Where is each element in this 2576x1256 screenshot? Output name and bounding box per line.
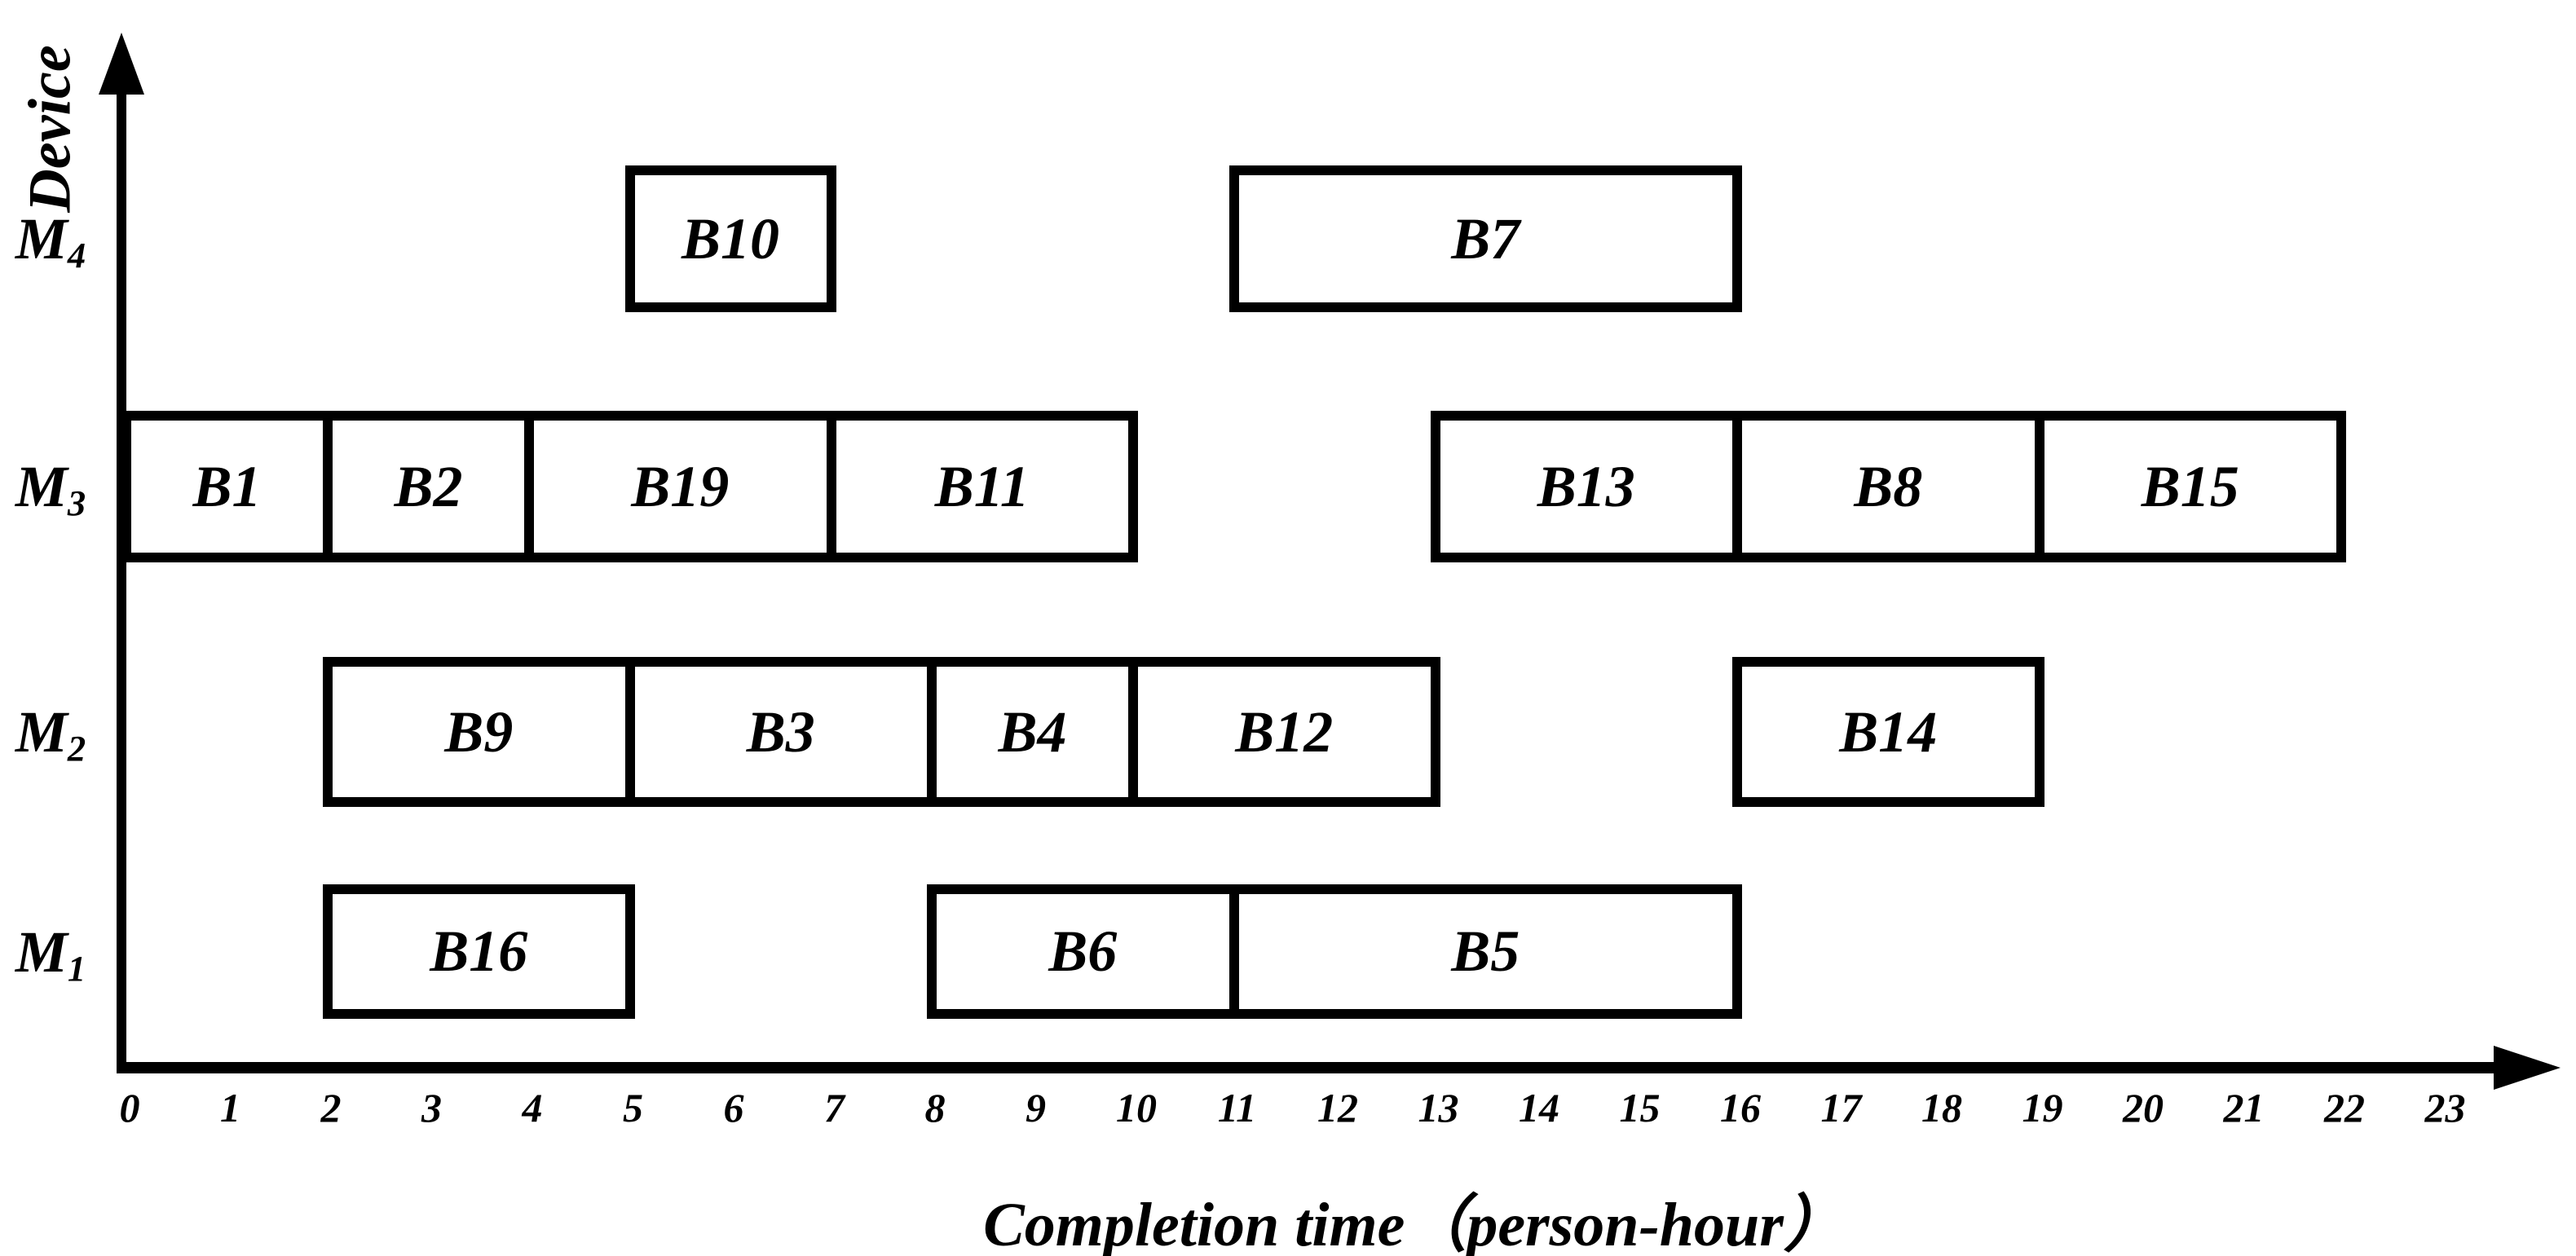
gantt-bar-b5: B5 [1228, 884, 1742, 1019]
x-tick-label-10: 10 [1116, 1085, 1157, 1130]
device-label-subscript: 1 [67, 947, 86, 989]
device-label-subscript: 2 [67, 728, 86, 769]
y-axis-title: Device [16, 45, 84, 213]
x-tick-label-0: 0 [119, 1085, 140, 1130]
x-tick-label-8: 8 [924, 1085, 946, 1130]
x-tick-label-23: 23 [2424, 1085, 2466, 1130]
gantt-bar-b12: B12 [1128, 657, 1440, 807]
gantt-bar-label: B9 [444, 699, 514, 765]
x-tick-label-6: 6 [723, 1085, 744, 1130]
x-tick-label-7: 7 [824, 1085, 845, 1130]
x-tick-label-15: 15 [1619, 1085, 1661, 1130]
device-label-m2: M2 [15, 703, 86, 766]
gantt-bar-label: B16 [430, 919, 528, 984]
x-tick-label-5: 5 [623, 1085, 643, 1130]
x-tick-label-19: 19 [2022, 1085, 2063, 1130]
gantt-bar-label: B15 [2141, 453, 2239, 519]
gantt-bar-b3: B3 [624, 657, 937, 807]
device-label-m1: M1 [15, 923, 86, 986]
gantt-bar-b7: B7 [1228, 165, 1742, 312]
x-tick-label-21: 21 [2223, 1085, 2265, 1130]
x-tick-label-18: 18 [1921, 1085, 1962, 1130]
device-label-subscript: 3 [67, 483, 86, 524]
gantt-bar-b14: B14 [1732, 657, 2044, 807]
gantt-bar-b11: B11 [826, 411, 1138, 562]
gantt-bar-b2: B2 [323, 411, 534, 562]
x-tick-label-20: 20 [2123, 1085, 2164, 1130]
gantt-bar-label: B3 [746, 699, 815, 765]
x-tick-label-3: 3 [421, 1085, 442, 1130]
gantt-bar-b6: B6 [927, 884, 1239, 1019]
x-tick-label-1: 1 [220, 1085, 240, 1130]
device-label-text: M [15, 919, 68, 985]
gantt-bar-label: B6 [1048, 919, 1118, 984]
gantt-bar-b10: B10 [624, 165, 836, 312]
gantt-bar-b1: B1 [121, 411, 333, 562]
gantt-bar-label: B12 [1235, 699, 1334, 765]
x-axis-arrowhead-icon [2494, 1046, 2561, 1090]
x-tick-label-16: 16 [1720, 1085, 1761, 1130]
x-tick-label-4: 4 [522, 1085, 543, 1130]
gantt-bar-label: B19 [631, 453, 730, 519]
gantt-bar-label: B8 [1854, 453, 1923, 519]
x-tick-label-11: 11 [1217, 1085, 1257, 1130]
x-tick-label-2: 2 [320, 1085, 342, 1130]
gantt-bar-b16: B16 [323, 884, 635, 1019]
gantt-bar-label: B10 [681, 205, 780, 271]
gantt-bar-label: B2 [394, 453, 463, 519]
device-label-m4: M4 [15, 206, 86, 273]
device-label-subscript: 4 [67, 235, 86, 276]
x-axis-line [117, 1062, 2497, 1073]
device-label-text: M [15, 699, 68, 765]
gantt-bar-label: B14 [1839, 699, 1938, 765]
gantt-bar-label: B11 [934, 453, 1030, 519]
x-tick-label-12: 12 [1317, 1085, 1358, 1130]
x-tick-label-17: 17 [1820, 1085, 1862, 1130]
gantt-bar-label: B7 [1451, 205, 1520, 271]
x-tick-label-9: 9 [1026, 1085, 1046, 1130]
gantt-bar-b9: B9 [323, 657, 635, 807]
device-label-text: M [15, 454, 68, 519]
gantt-bar-b19: B19 [524, 411, 836, 562]
x-axis-title: Completion time（person-hour） [983, 1191, 1846, 1256]
gantt-bar-b8: B8 [1732, 411, 2044, 562]
gantt-bar-label: B4 [998, 699, 1067, 765]
gantt-bar-b13: B13 [1430, 411, 1742, 562]
gantt-bar-b15: B15 [2034, 411, 2346, 562]
x-tick-label-13: 13 [1418, 1085, 1459, 1130]
x-tick-label-22: 22 [2324, 1085, 2365, 1130]
y-axis-line [117, 72, 126, 1073]
device-label-text: M [15, 206, 68, 271]
gantt-bar-label: B5 [1451, 919, 1520, 984]
gantt-bar-label: B1 [192, 453, 262, 519]
device-label-m3: M3 [15, 454, 86, 521]
gantt-bar-label: B13 [1537, 453, 1635, 519]
x-tick-label-14: 14 [1519, 1085, 1559, 1130]
gantt-bar-b4: B4 [927, 657, 1138, 807]
